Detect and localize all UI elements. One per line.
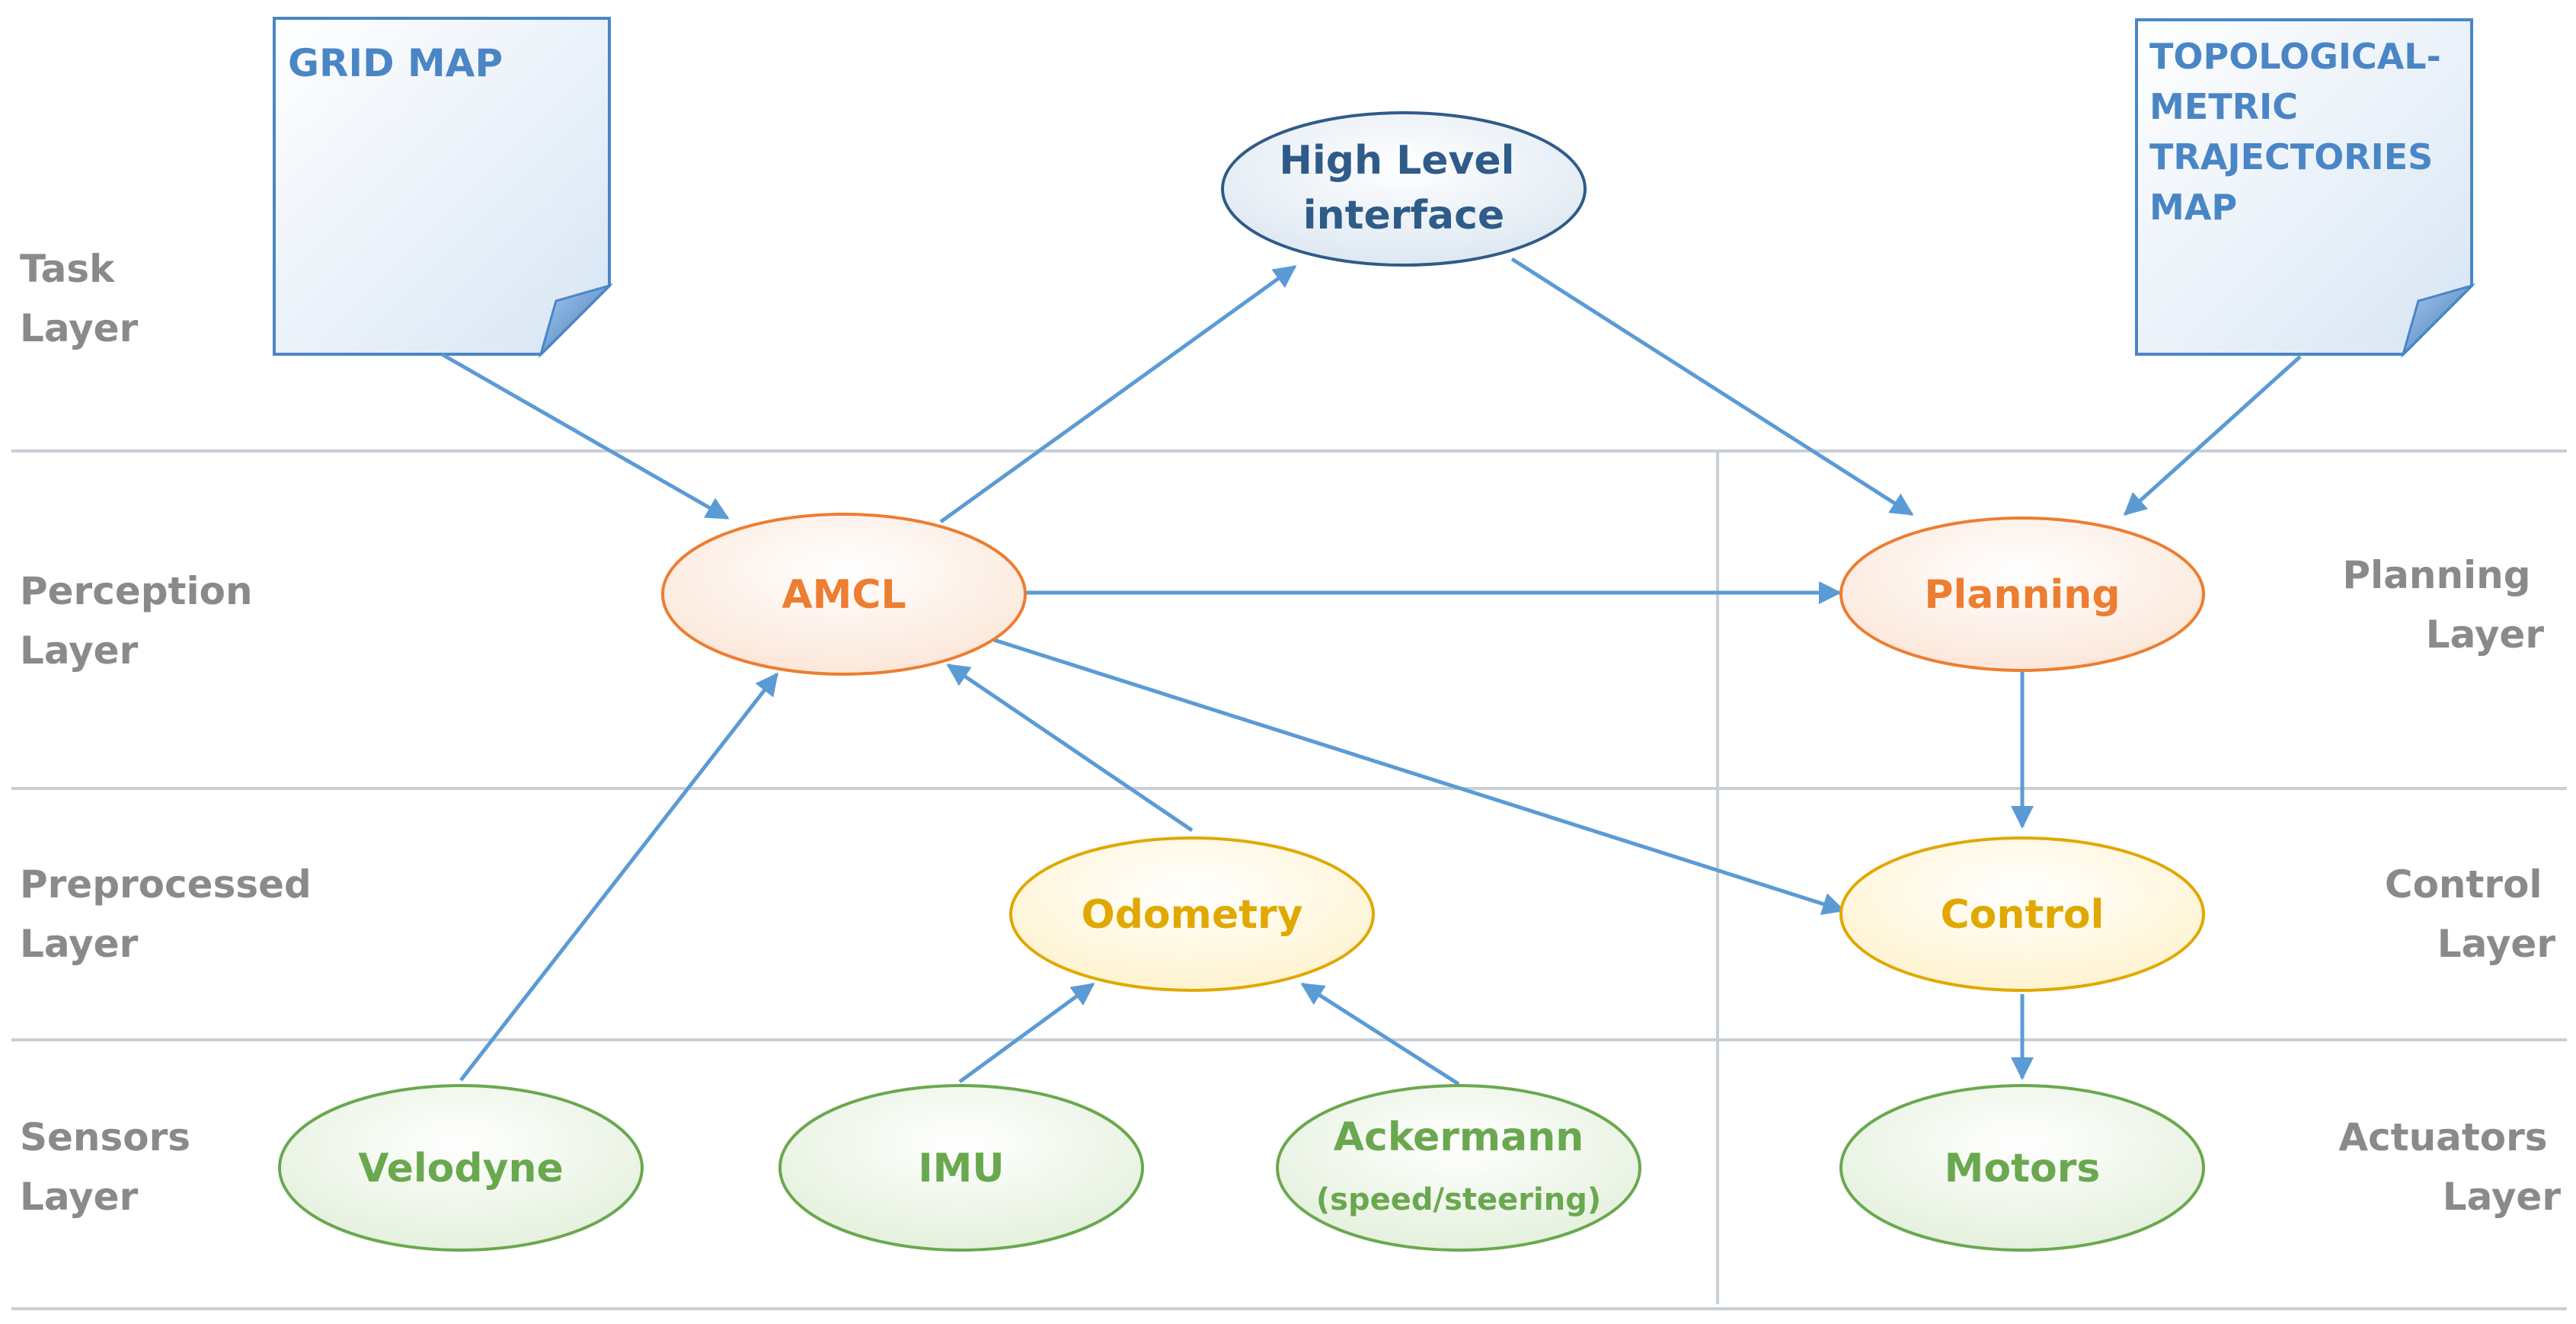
edge-topo-map-to-planning bbox=[2123, 355, 2302, 516]
right-layer-labels: Planning Layer Control Layer Actuators L… bbox=[2338, 553, 2561, 1219]
ackermann-shape bbox=[1276, 1084, 1641, 1252]
motors-shape bbox=[1839, 1084, 2205, 1252]
layer-label-sensors: Sensors Layer bbox=[20, 1115, 203, 1219]
amcl-shape bbox=[661, 513, 1027, 676]
layer-label-actuators: Actuators Layer bbox=[2338, 1115, 2561, 1219]
topological-map-note: TOPOLOGICAL- METRIC TRAJECTORIES MAP bbox=[2135, 18, 2476, 359]
amcl-label: AMCL bbox=[781, 572, 906, 618]
imu-label: IMU bbox=[918, 1146, 1004, 1191]
imu-shape bbox=[778, 1084, 1144, 1252]
motors-label: Motors bbox=[1945, 1146, 2101, 1191]
layer-label-planning: Planning Layer bbox=[2342, 553, 2544, 657]
planning-shape bbox=[1839, 516, 2205, 672]
grid-map-title: GRID MAP bbox=[288, 41, 503, 85]
node-odometry[interactable]: Odometry bbox=[1009, 836, 1375, 992]
high-level-interface-shape bbox=[1221, 111, 1587, 267]
grid-map-fold bbox=[538, 283, 614, 359]
control-shape bbox=[1839, 836, 2205, 992]
edge-odometry-to-amcl bbox=[946, 663, 1194, 833]
node-high-level-interface[interactable]: High Level interface bbox=[1221, 111, 1587, 267]
velodyne-shape bbox=[278, 1084, 644, 1252]
node-amcl[interactable]: AMCL bbox=[661, 513, 1027, 676]
left-layer-labels: Task Layer Perception Layer Preprocessed… bbox=[20, 247, 324, 1219]
edge-amcl-to-control bbox=[993, 638, 1846, 916]
edge-velodyne-to-amcl bbox=[459, 672, 778, 1082]
odometry-label: Odometry bbox=[1081, 892, 1302, 938]
node-velodyne[interactable]: Velodyne bbox=[278, 1084, 644, 1252]
edges bbox=[440, 257, 2302, 1086]
layer-dividers bbox=[11, 449, 2567, 1310]
edge-grid-map-to-amcl bbox=[440, 352, 730, 520]
velodyne-label: Velodyne bbox=[358, 1146, 564, 1191]
control-label: Control bbox=[1941, 892, 2105, 938]
layer-label-control: Control Layer bbox=[2385, 862, 2555, 966]
node-imu[interactable]: IMU bbox=[778, 1084, 1144, 1252]
ackermann-label: Ackermann bbox=[1334, 1115, 1584, 1160]
layer-label-preprocessed: Preprocessed Layer bbox=[20, 862, 324, 966]
planning-label: Planning bbox=[1924, 572, 2120, 618]
layer-label-perception: Perception Layer bbox=[20, 569, 266, 673]
topological-map-title: TOPOLOGICAL- METRIC TRAJECTORIES MAP bbox=[2149, 36, 2453, 228]
edge-high-level-to-planning bbox=[1510, 257, 1914, 516]
high-level-interface-label: High Level interface bbox=[1279, 138, 1528, 238]
odometry-shape bbox=[1009, 836, 1375, 992]
node-motors[interactable]: Motors bbox=[1839, 1084, 2205, 1252]
grid-map-note: GRID MAP bbox=[273, 17, 614, 359]
edge-amcl-to-high-level bbox=[939, 264, 1297, 524]
edge-ackermann-to-odometry bbox=[1300, 982, 1460, 1086]
topological-map-fold bbox=[2400, 283, 2476, 359]
node-control[interactable]: Control bbox=[1839, 836, 2205, 992]
ackermann-sublabel: (speed/steering) bbox=[1316, 1182, 1601, 1217]
layer-label-task: Task Layer bbox=[20, 247, 139, 350]
node-ackermann[interactable]: Ackermann (speed/steering) bbox=[1276, 1084, 1641, 1252]
node-planning[interactable]: Planning bbox=[1839, 516, 2205, 672]
edge-imu-to-odometry bbox=[958, 982, 1095, 1084]
